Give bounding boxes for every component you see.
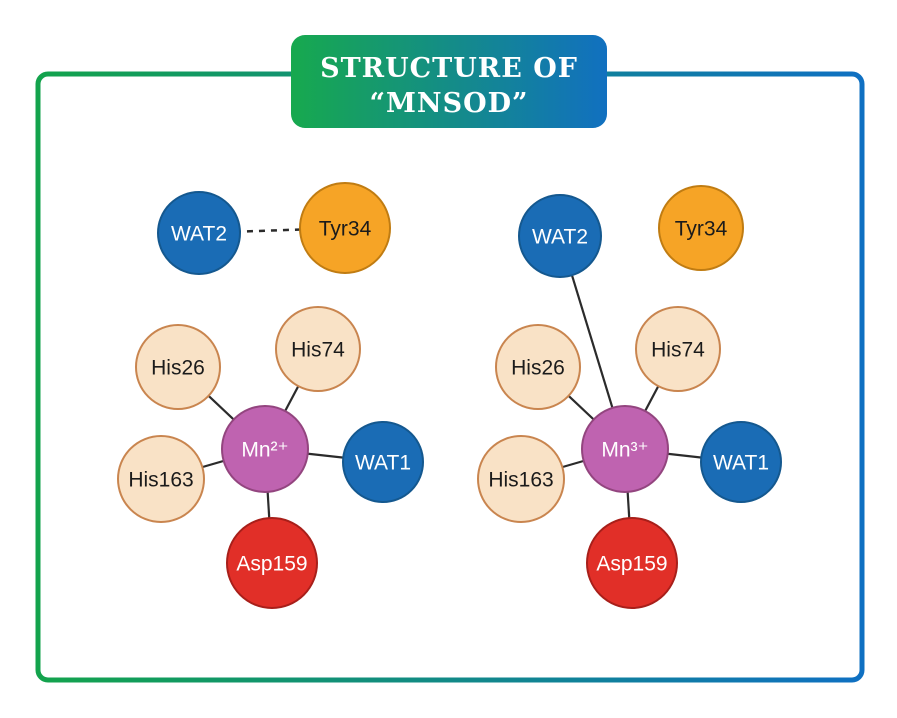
node-mn3-his26: His26: [495, 324, 581, 410]
histidine-circle: [477, 435, 565, 523]
water-circle: [157, 191, 241, 275]
manganese-circle: [221, 405, 309, 493]
node-mn2-his163: His163: [117, 435, 205, 523]
node-mn3-wat1: WAT1: [700, 421, 782, 503]
node-label: His163: [128, 468, 193, 491]
node-label: His74: [651, 338, 705, 361]
histidine-circle: [117, 435, 205, 523]
histidine-circle: [635, 306, 721, 392]
node-mn3-tyr34: Tyr34: [658, 185, 744, 271]
node-mn3-mn: Mn³⁺: [581, 405, 669, 493]
node-label: His163: [488, 468, 553, 491]
node-mn3-asp159: Asp159: [586, 517, 678, 609]
histidine-circle: [495, 324, 581, 410]
node-mn3-his74: His74: [635, 306, 721, 392]
node-label: His74: [291, 338, 345, 361]
manganese-circle: [581, 405, 669, 493]
node-label: Asp159: [236, 552, 307, 575]
water-circle: [518, 194, 602, 278]
node-mn2-asp159: Asp159: [226, 517, 318, 609]
node-label: His26: [151, 356, 205, 379]
node-mn2-his26: His26: [135, 324, 221, 410]
histidine-circle: [275, 306, 361, 392]
title-line-1: STRUCTURE OF: [320, 53, 578, 84]
node-mn2-mn: Mn²⁺: [221, 405, 309, 493]
tyrosine-circle: [658, 185, 744, 271]
node-label: WAT2: [171, 222, 227, 245]
node-mn3-his163: His163: [477, 435, 565, 523]
node-mn3-wat2: WAT2: [518, 194, 602, 278]
node-label: WAT1: [713, 451, 769, 474]
node-label: WAT2: [532, 225, 588, 248]
water-circle: [342, 421, 424, 503]
aspartate-circle: [226, 517, 318, 609]
tyrosine-circle: [299, 182, 391, 274]
node-label: Mn²⁺: [241, 438, 288, 461]
water-circle: [700, 421, 782, 503]
histidine-circle: [135, 324, 221, 410]
node-mn2-wat1: WAT1: [342, 421, 424, 503]
aspartate-circle: [586, 517, 678, 609]
node-label: WAT1: [355, 451, 411, 474]
node-label: Tyr34: [675, 217, 728, 240]
node-mn2-tyr34: Tyr34: [299, 182, 391, 274]
node-mn2-his74: His74: [275, 306, 361, 392]
node-label: Asp159: [596, 552, 667, 575]
node-mn2-wat2: WAT2: [157, 191, 241, 275]
title-banner: [291, 35, 607, 128]
node-label: His26: [511, 356, 565, 379]
node-label: Mn³⁺: [601, 438, 648, 461]
node-label: Tyr34: [319, 217, 372, 240]
title-line-2: “MNSOD”: [369, 88, 528, 119]
